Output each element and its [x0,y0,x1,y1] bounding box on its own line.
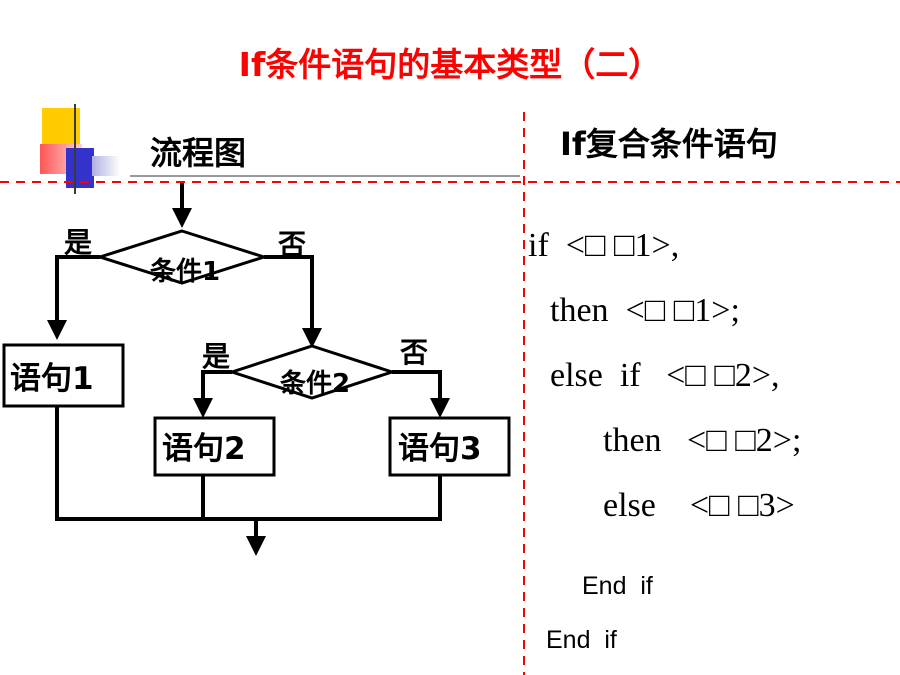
code-heading: If复合条件语句 [560,125,778,163]
yes1-line [47,255,100,340]
no1-label: 否 [278,228,306,261]
code-line-3: else if <□ □2>, [550,357,780,394]
statement1-box [2,343,125,408]
yes2-label: 是 [202,340,230,373]
no2-line [392,370,450,418]
statement2-box [153,416,276,477]
end-if-inner: End if [582,572,653,600]
slide-title: If条件语句的基本类型（二） [238,45,662,84]
yes1-label: 是 [64,226,92,259]
statement1-label: 语句1 [10,361,94,397]
no1-line [264,255,322,348]
no2-label: 否 [400,336,428,369]
code-line-5: else <□ □3> [603,487,795,524]
statement2-label: 语句2 [162,431,246,467]
end-if-outer: End if [546,626,617,654]
code-line-2: then <□ □1>; [550,292,740,329]
code-line-1: if <□ □1>, [528,227,680,264]
flowchart-heading: 流程图 [150,134,247,172]
condition1-diamond [95,229,269,285]
yes2-line [193,370,232,418]
condition1-label: 条件1 [150,257,220,287]
corner-decoration [40,104,120,194]
condition2-diamond [227,344,397,400]
code-line-4: then <□ □2>; [603,422,802,459]
statement3-label: 语句3 [398,431,482,467]
condition2-label: 条件2 [280,369,350,399]
statement3-box [388,416,511,477]
